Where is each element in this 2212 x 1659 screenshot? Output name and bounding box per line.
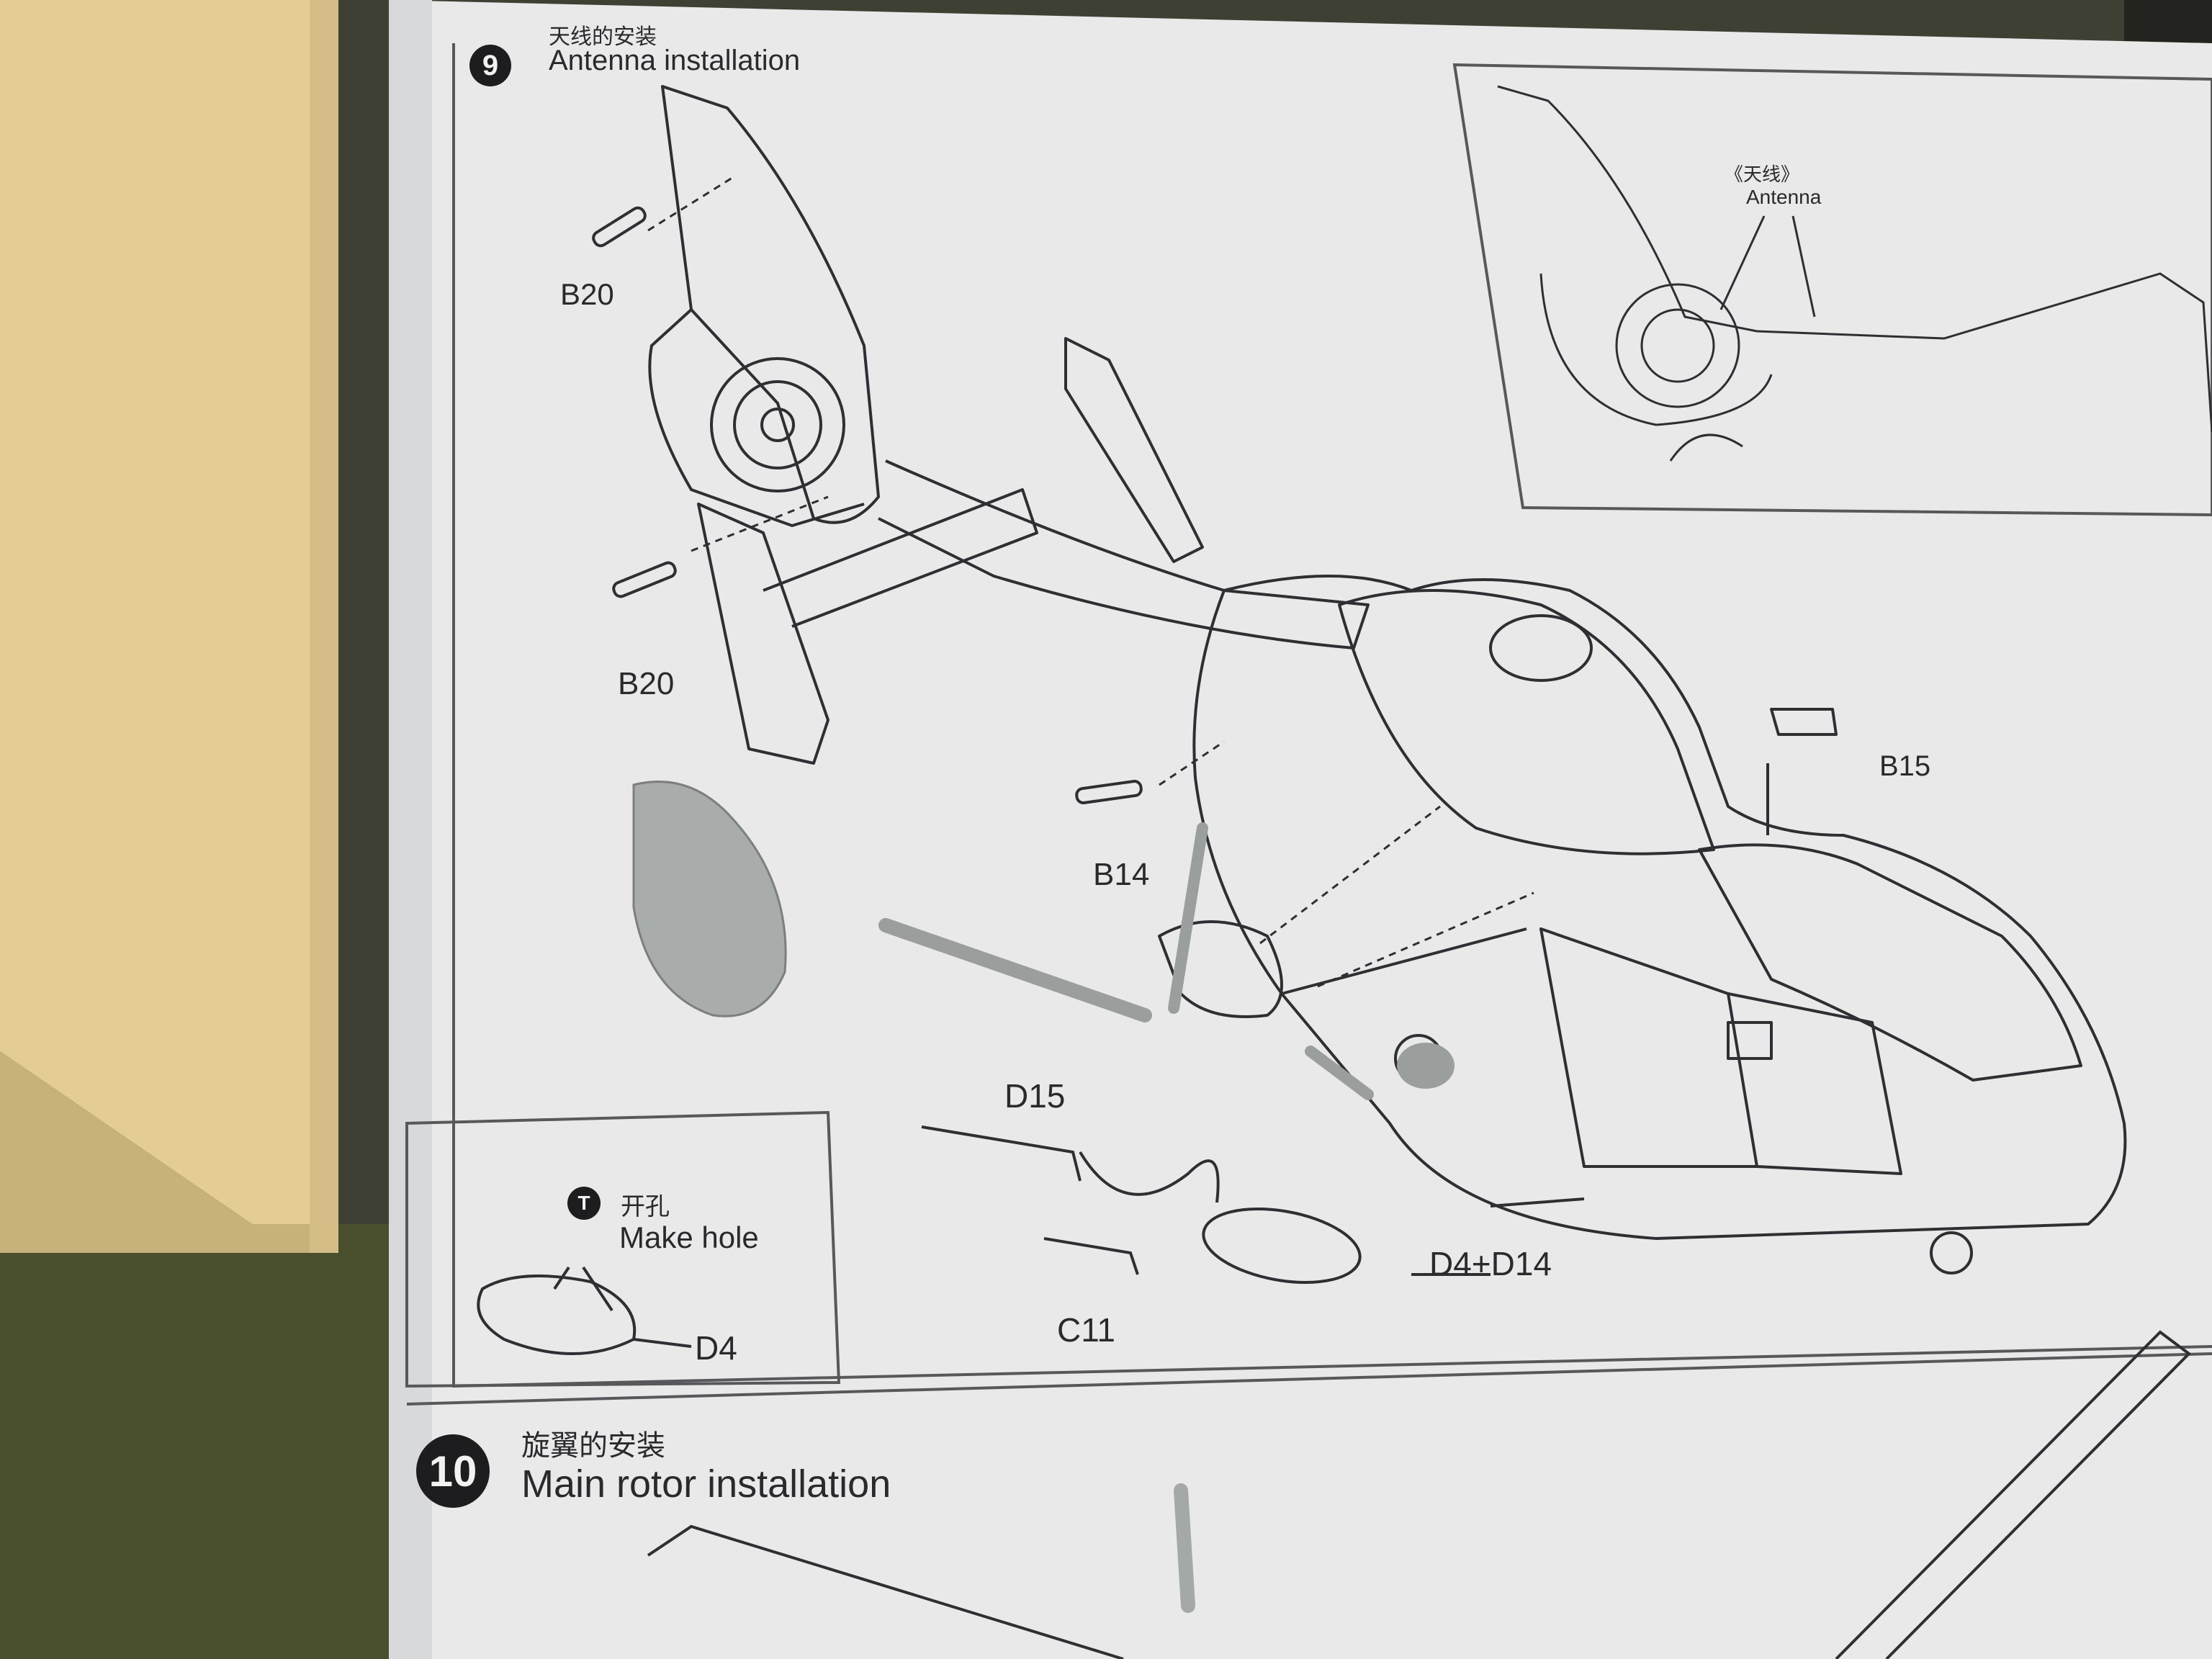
hole-pointer-2 — [582, 1266, 613, 1312]
b20-part-top — [592, 206, 647, 248]
inset-label-en: Antenna — [1746, 186, 1822, 208]
rotor-drawing — [647, 1330, 2192, 1659]
helicopter-drawing — [648, 85, 2127, 1274]
arrow-b20-bottom — [691, 495, 829, 552]
subpanel-part-d4: D4 — [695, 1329, 737, 1367]
hole-pointer-1 — [553, 1266, 570, 1290]
vertical-fin — [661, 85, 880, 524]
part-label-b20-top: B20 — [560, 277, 614, 311]
step10-title-cn: 旋翼的安装 — [521, 1430, 665, 1462]
nose-wheel — [1930, 1231, 1973, 1274]
rotor-blade-right — [1835, 1330, 2192, 1659]
stabilizer-left — [697, 503, 830, 765]
c11-part — [1043, 1237, 1139, 1275]
part-label-b20-bottom: B20 — [618, 666, 675, 701]
d4-d14-pod — [1202, 1208, 1362, 1284]
inset-label-cn: 《天线》 — [1725, 163, 1800, 185]
step9-title-cn: 天线的安装 — [549, 25, 657, 49]
step9-title-en: Antenna installation — [549, 45, 801, 76]
make-hole-icon: T — [567, 1187, 601, 1220]
fuselage-seam — [1281, 927, 1527, 995]
sonar-pod — [1158, 920, 1283, 1018]
arrow-b20-top — [647, 175, 735, 232]
grey-rod-part — [1168, 822, 1208, 1014]
part-label-b15: B15 — [1879, 750, 1931, 782]
tail-boom — [878, 459, 1370, 649]
grey-wheel-part — [1397, 1043, 1455, 1089]
grey-nose-cone-part — [632, 781, 787, 1017]
step9-number: 9 — [469, 45, 511, 86]
inset-fuselage — [1497, 85, 2212, 433]
b14-part — [1075, 779, 1143, 805]
antenna-wire — [1079, 1151, 1220, 1203]
foam-block-edge — [0, 1051, 338, 1253]
inset-antenna-wire — [1669, 433, 1743, 462]
inset-antenna-leader-2 — [1791, 215, 1816, 318]
loose-plastic-parts — [632, 781, 1455, 1613]
subpanel-label-en: Make hole — [619, 1220, 759, 1254]
arrow-pod — [1259, 805, 1441, 945]
rotor-blade-left — [647, 1524, 1124, 1659]
foam-block — [0, 0, 338, 1224]
inset-fin-fairing — [1539, 273, 1773, 426]
fenestron-outer — [710, 357, 845, 493]
foam-block-side — [310, 0, 338, 1253]
arrow-b14 — [1159, 740, 1225, 786]
engine-intake — [1489, 614, 1593, 682]
part-label-d4-d14: D4+D14 — [1429, 1245, 1552, 1282]
b15-part — [1770, 708, 1838, 736]
grey-pin-part — [1305, 1046, 1374, 1100]
arrow-pod-2 — [1317, 891, 1534, 988]
door-window — [1727, 1021, 1773, 1060]
subpanel-frame — [405, 1110, 841, 1388]
fenestron-hub — [760, 408, 795, 442]
step10-divider — [406, 1352, 2212, 1406]
part-label-d15: D15 — [1004, 1077, 1066, 1115]
loose-part-line — [1490, 1197, 1585, 1208]
d4-leader — [633, 1338, 692, 1348]
fin-fairing — [648, 308, 865, 527]
small-parts — [592, 206, 1585, 1284]
step10-title-en: Main rotor installation — [521, 1462, 891, 1506]
grey-strut-part — [878, 918, 1152, 1022]
d15-part — [921, 1125, 1082, 1182]
inset-drawing — [1497, 85, 2212, 462]
inset-frame — [1452, 63, 2212, 517]
inset-antenna-leader-1 — [1719, 215, 1766, 310]
fenestron-inner — [733, 380, 822, 469]
sheet-edge-shadow — [389, 0, 432, 1659]
stabilizer-right — [1064, 337, 1204, 563]
grey-rotor-shaft-part — [1174, 1483, 1195, 1613]
fuselage-outline — [1192, 575, 2127, 1240]
subpanel-label-cn: 开孔 — [621, 1193, 670, 1220]
subpanel-drawing — [477, 1266, 692, 1355]
b20-part-bottom — [612, 561, 677, 598]
step10-number: 10 — [416, 1434, 490, 1508]
instruction-sheet — [389, 0, 2212, 1659]
stabilizer-spar — [763, 488, 1038, 628]
inset-fenestron — [1615, 283, 1740, 408]
inset-fenestron-inner — [1640, 308, 1715, 383]
front-door — [1727, 992, 1902, 1175]
part-label-b14: B14 — [1093, 857, 1150, 892]
assembly-arrows — [647, 175, 1534, 988]
part-label-c11: C11 — [1057, 1311, 1115, 1349]
